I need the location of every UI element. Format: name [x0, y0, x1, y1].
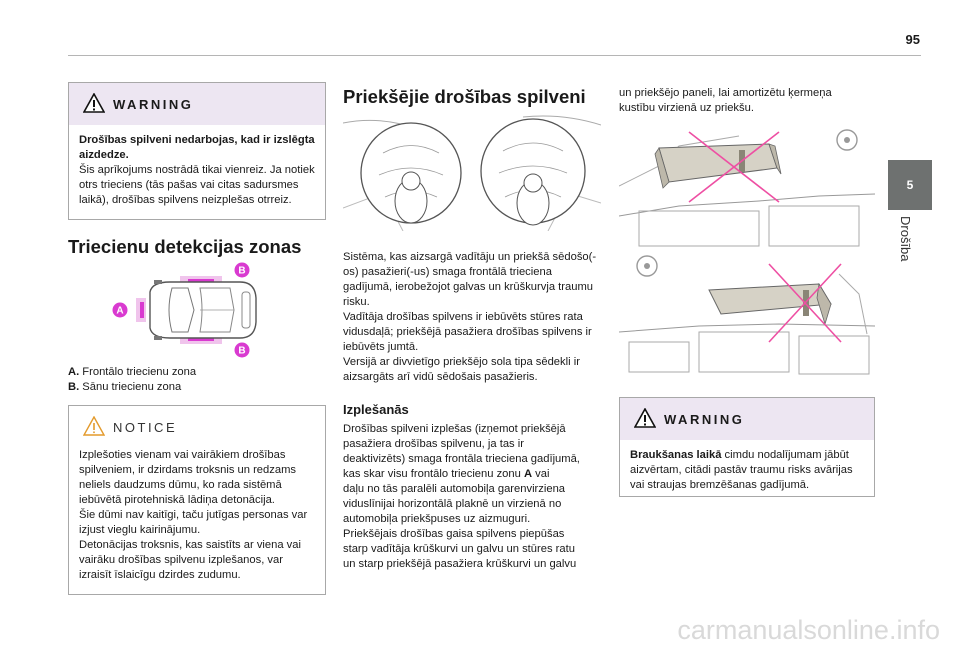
deployment-line: Priekšējais drošības gaisa spilvens piep…: [343, 528, 565, 540]
notice-paragraph: Izplešoties vienam vai vairākiem drošība…: [79, 449, 296, 506]
front-airbags-paragraph: Sistēma, kas aizsargā vadītāju un priekš…: [343, 251, 597, 308]
warning-title: WARNING: [664, 412, 745, 427]
front-airbag-illustration: [343, 113, 601, 231]
page-number: 95: [905, 32, 920, 47]
legend-item-b: B. Sānu triecienu zona: [68, 381, 182, 393]
deployment-line: deaktivizēts) smaga frontāla trieciena g…: [343, 453, 580, 465]
continuation-text: un priekšējo paneli, lai amortizētu ķerm…: [619, 87, 832, 114]
front-airbags-text: Sistēma, kas aizsargā vadītāju un priekš…: [343, 250, 601, 385]
front-airbags-heading: Priekšējie drošības spilveni: [343, 86, 586, 107]
watermark: carmanualsonline.info: [677, 615, 940, 645]
legend-item-a: A. Frontālo triecienu zona: [68, 366, 197, 378]
notice-header: NOTICE: [69, 406, 325, 448]
notice-paragraph: Šie dūmi nav kaitīgi, taču jutīgas perso…: [79, 509, 308, 536]
warning-header: WARNING: [620, 398, 874, 440]
deployment-heading: Izplešanās: [343, 402, 409, 417]
zone-b-badge-top: [234, 262, 250, 278]
deployment-line: daļu no tās paralēli automobiļa garenvir…: [343, 483, 566, 495]
header-rule: [68, 55, 921, 56]
deployment-line: viduslīnijai horizontālā plaknē un virzi…: [343, 498, 562, 510]
svg-text:A: A: [116, 306, 123, 317]
deployment-line: un starp priekšējā pasažiera krūškurvi u…: [343, 558, 577, 570]
zones-heading: Triecienu detekcijas zonas: [68, 236, 302, 257]
warning-triangle-icon: [634, 408, 656, 428]
warning-header: WARNING: [69, 83, 325, 125]
chapter-tab[interactable]: 5: [888, 160, 932, 210]
deployment-line: kas skar visu frontālo triecienu zonu A …: [343, 468, 550, 480]
warning-body: Braukšanas laikā cimdu nodalījumam jābūt…: [630, 449, 853, 491]
svg-text:B: B: [238, 346, 245, 357]
warning-triangle-icon: [83, 93, 105, 113]
notice-title: NOTICE: [113, 420, 178, 435]
deployment-text: Drošības spilveni izplešas (izņemot prie…: [343, 422, 605, 572]
chapter-title: Drošība: [898, 216, 913, 262]
notice-paragraph: Detonācijas troksnis, kas saistīts ar vi…: [79, 539, 301, 581]
deployment-line: automobiļa priekšpuses uz aizmuguri.: [343, 513, 531, 525]
svg-text:B: B: [238, 266, 245, 277]
warning-body: Šis aprīkojums nostrādā tikai vienreiz. …: [79, 164, 315, 206]
warning-box-airbags-off: WARNING Drošības spilveni nedarbojas, ka…: [68, 82, 326, 220]
deployment-line: starp vadītāja krūškurvi un galvu un stū…: [343, 543, 575, 555]
dashboard-illustration-1: [619, 126, 875, 254]
zones-legend: A. Frontālo triecienu zona B. Sānu triec…: [68, 365, 326, 395]
car-impact-zones-diagram: B B A: [112, 262, 257, 358]
front-airbags-paragraph: Vadītāja drošības spilvens ir iebūvēts s…: [343, 311, 592, 353]
front-airbags-paragraph: Versijā ar divvietīgo priekšējo sola tip…: [343, 356, 580, 383]
warning-lead: Drošības spilveni nedarbojas, kad ir izs…: [79, 134, 315, 161]
warning-box-glovebox: WARNING Braukšanas laikā cimdu nodalījum…: [619, 397, 875, 497]
notice-triangle-icon: [83, 416, 105, 436]
notice-box-pyrotechnic: NOTICE Izplešoties vienam vai vairākiem …: [68, 405, 326, 595]
warning-title: WARNING: [113, 97, 194, 112]
deployment-line: Drošības spilveni izplešas (izņemot prie…: [343, 423, 566, 435]
zone-a-badge: [112, 302, 128, 318]
dashboard-illustration-2: [619, 254, 875, 386]
zone-b-badge-bottom: [234, 342, 250, 358]
deployment-line: pasažiera drošības spilvenu, ja tas ir: [343, 438, 524, 450]
